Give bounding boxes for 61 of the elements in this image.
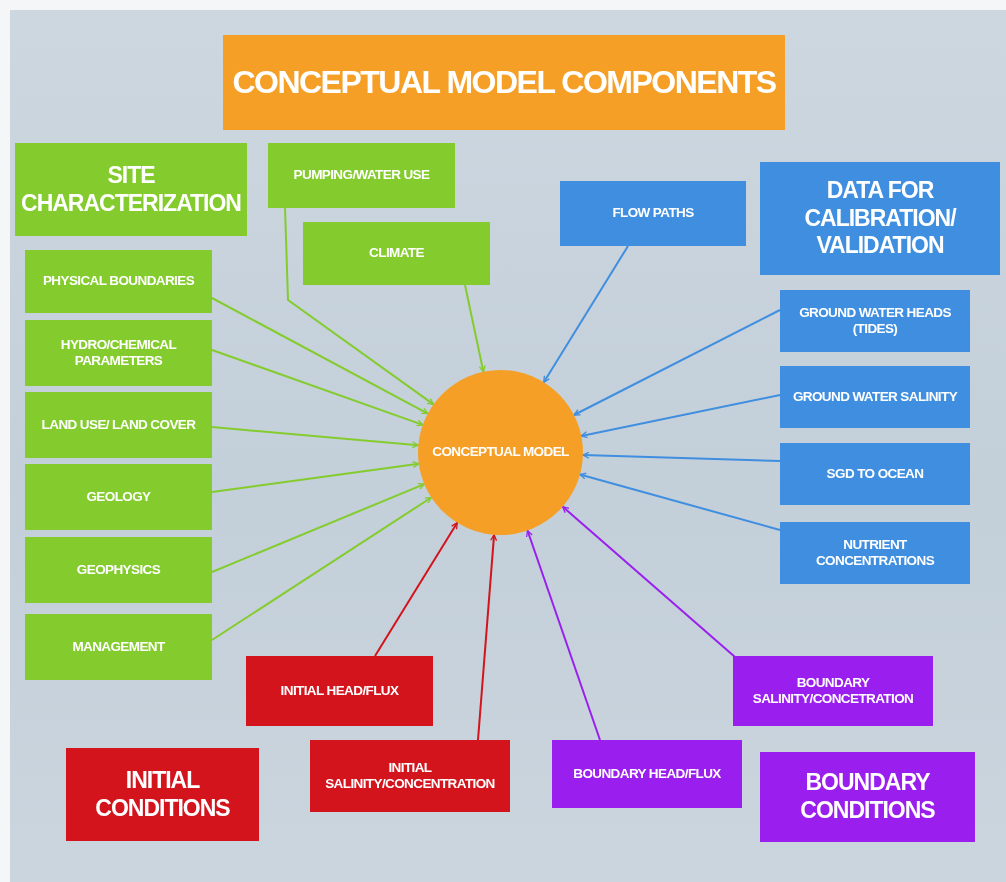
box-label: HYDRO/CHEMICAL PARAMETERS [59,336,178,370]
component-box [25,392,212,458]
arrow [211,426,420,449]
box-label: MANAGEMENT [72,638,165,656]
category-header-box [760,752,975,842]
arrow [542,245,629,384]
box-label: GROUND WATER SALINITY [792,388,958,406]
box-label: LAND USE/ LAND COVER [41,416,196,434]
component-box [268,143,455,208]
component-box [25,464,212,530]
component-box [303,222,490,285]
arrow [284,207,435,406]
component-box [25,537,212,603]
component-box [310,740,510,812]
category-header-box [760,162,1000,275]
box-label: PUMPING/WATER USE [293,167,430,184]
component-box [780,443,970,505]
component-box [25,250,212,313]
category-header-box [66,748,259,841]
box-label: SGD TO OCEAN [826,465,924,483]
box-label: BOUNDARY CONDITIONS [799,769,936,825]
box-label: FLOW PATHS [612,205,694,222]
component-box [780,290,970,352]
box-label: PHYSICAL BOUNDARIES [42,273,195,290]
arrow [573,309,781,416]
box-label: BOUNDARY HEAD/FLUX [573,765,721,783]
arrow [211,297,429,415]
arrow [580,394,781,439]
arrow [211,496,433,641]
component-box [246,656,433,726]
arrow [211,483,426,573]
box-label: GEOPHYSICS [76,561,161,579]
box-label: GEOLOGY [86,488,151,506]
box-label: CLIMATE [369,245,424,262]
box-label: NUTRIENT CONCENTRATIONS [814,536,936,570]
box-label: INITIAL HEAD/FLUX [280,682,399,700]
box-label: DATA FOR CALIBRATION/ VALIDATION [803,177,958,260]
arrow [477,533,498,741]
component-box [733,656,933,726]
box-label: CONCEPTUAL MODEL [432,444,569,461]
component-box [25,614,212,680]
arrow [211,349,424,427]
arrow [579,472,781,531]
category-header-box [15,143,247,236]
arrow [582,451,781,462]
box-label: GROUND WATER HEADS (TIDES) [798,304,952,338]
component-box [552,740,742,808]
arrow [526,529,601,741]
component-box [25,320,212,386]
box-label: SITE CHARACTERIZATION [21,161,241,218]
box-label: INITIAL SALINITY/CONCENTRATION [324,759,496,793]
component-box [780,366,970,428]
arrow [374,521,459,657]
box-label: INITIAL CONDITIONS [94,766,231,823]
component-box [780,522,970,584]
arrow [561,505,736,658]
arrow [211,460,420,493]
component-box [560,181,746,246]
arrow [464,284,486,373]
title-banner: CONCEPTUAL MODEL COMPONENTS [223,35,785,130]
box-label: BOUNDARY SALINITY/CONCETRATION [751,674,915,708]
